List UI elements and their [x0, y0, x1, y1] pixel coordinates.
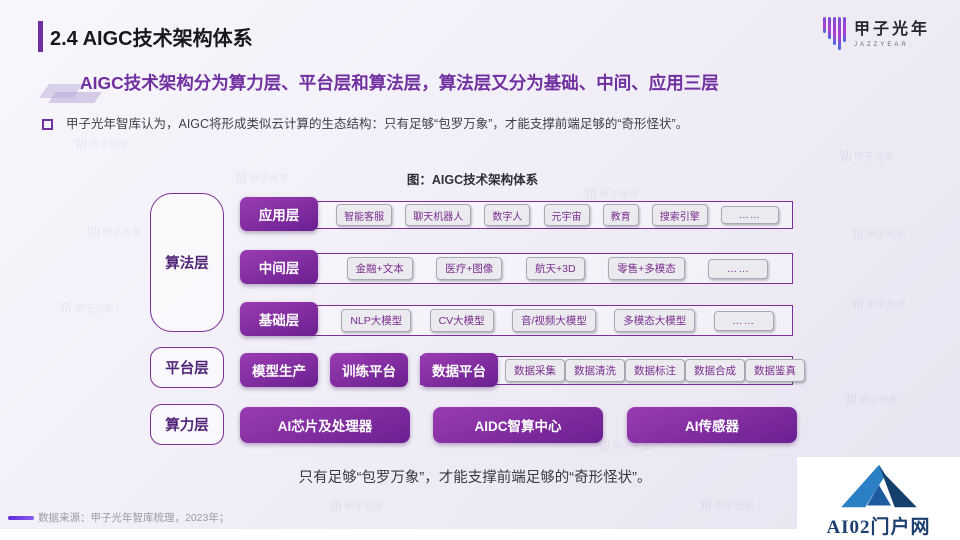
brand-name: 甲子光年 [853, 21, 930, 38]
watermark: 甲子光年 [330, 498, 384, 513]
base-chip-ellipsis: …… [713, 310, 774, 331]
side-label-text: 算法层 [165, 256, 209, 272]
mid-chip: 金融+文本 [346, 257, 413, 280]
training-platform-button: 训练平台 [330, 353, 408, 387]
subtitle: AIGC技术架构分为算力层、平台层和算法层，算法层又分为基础、中间、应用三层 [80, 73, 719, 93]
ai-sensor-button: AI传感器 [627, 407, 797, 443]
data-chip: 数据采集 [505, 359, 565, 382]
brand-bars-icon [822, 17, 846, 53]
site-badge: AI02门户网 [797, 457, 960, 540]
base-chip: CV大模型 [429, 309, 494, 332]
side-label-text: 算力层 [165, 418, 209, 434]
brand-logo: 甲子光年 JAZZYEAR [822, 15, 930, 53]
side-label-platform-layer: 平台层 [150, 347, 224, 388]
watermark: 甲子光年 [852, 226, 906, 241]
watermark: 甲子光年 [845, 392, 899, 407]
mid-chip: 航天+3D [526, 257, 585, 280]
page-title: 2.4 AIGC技术架构体系 [50, 28, 253, 50]
watermark: 甲子光年 [235, 170, 289, 185]
data-chip: 数据标注 [625, 359, 685, 382]
ai-chip-processor-button: AI芯片及处理器 [240, 407, 410, 443]
site-badge-text: AI02门户网 [826, 517, 931, 538]
base-layer-label: 基础层 [240, 302, 318, 336]
mid-chip: 医疗+图像 [436, 257, 503, 280]
base-chip: NLP大模型 [341, 309, 412, 332]
app-chip-ellipsis: …… [720, 206, 779, 224]
application-layer-rowbox: 智能客服 聊天机器人 数字人 元宇宙 教育 搜索引擎 …… [312, 201, 793, 229]
bullet-square-icon [42, 119, 53, 130]
brand-subname: JAZZYEAR [853, 42, 909, 48]
base-chip: 多模态大模型 [614, 309, 696, 332]
conclusion-text: 只有足够“包罗万象”，才能支撑前端足够的“奇形怪状”。 [298, 470, 652, 486]
data-platform-button: 数据平台 [420, 353, 498, 387]
bottom-white-strip [0, 529, 960, 540]
side-label-compute-layer: 算力层 [150, 404, 224, 445]
app-chip: 聊天机器人 [405, 204, 472, 226]
app-chip: 元宇宙 [543, 204, 590, 226]
app-chip: 数字人 [484, 204, 531, 226]
model-production-button: 模型生产 [240, 353, 318, 387]
watermark: 甲子光年 [700, 497, 754, 512]
footer-accent-dash [8, 516, 34, 520]
data-chip: 数据清洗 [565, 359, 625, 382]
app-chip: 智能客服 [336, 204, 393, 226]
bullet-text: 甲子光年智库认为，AIGC将形成类似云计算的生态结构：只有足够“包罗万象”，才能… [66, 117, 689, 131]
watermark: 甲子光年 [585, 186, 639, 201]
side-label-text: 平台层 [165, 361, 209, 377]
side-label-algorithm-layer: 算法层 [150, 193, 224, 332]
data-chip: 数据合成 [685, 359, 745, 382]
brand-text-block: 甲子光年 JAZZYEAR [854, 15, 930, 48]
watermark: 甲子光年 [598, 438, 652, 453]
aidc-center-button: AIDC智算中心 [433, 407, 603, 443]
app-chip: 教育 [602, 204, 639, 226]
middle-layer-rowbox: 金融+文本 医疗+图像 航天+3D 零售+多模态 …… [312, 253, 793, 284]
figure-title: 图：AIGC技术架构体系 [406, 173, 539, 187]
watermark: 甲子光年 [840, 148, 894, 163]
data-chip: 数据鉴真 [745, 359, 805, 382]
watermark: 甲子光年 [60, 300, 114, 315]
application-layer-label: 应用层 [240, 197, 318, 231]
mid-chip: 零售+多模态 [608, 257, 685, 280]
data-source-note: 数据来源：甲子光年智库梳理，2023年； [38, 512, 230, 524]
base-layer-rowbox: NLP大模型 CV大模型 音/视频大模型 多模态大模型 …… [312, 305, 793, 336]
watermark: 甲子光年 [852, 296, 906, 311]
mid-chip-ellipsis: …… [708, 258, 769, 279]
middle-layer-label: 中间层 [240, 250, 318, 284]
watermark: 甲子光年 [75, 136, 129, 151]
app-chip: 搜索引擎 [651, 204, 708, 226]
title-accent-bar [38, 21, 43, 52]
base-chip: 音/视频大模型 [512, 309, 596, 332]
ai02-logo-icon [840, 464, 917, 508]
watermark: 甲子光年 [88, 224, 142, 239]
